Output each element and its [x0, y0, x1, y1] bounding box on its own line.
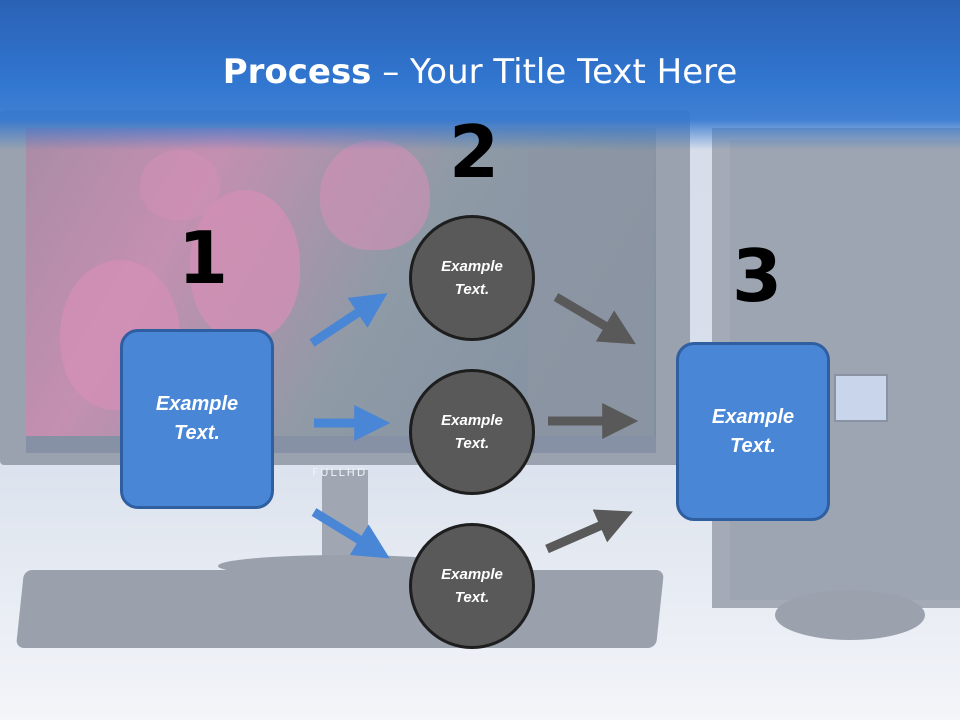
background-brand-label: FULLHD	[312, 466, 368, 479]
step-1-box-text: Example Text.	[155, 393, 239, 444]
circle-text: Example Text.	[441, 258, 503, 298]
title-rest: – Your Title Text Here	[371, 52, 738, 92]
background-mouse	[775, 590, 925, 640]
background-keyboard	[15, 570, 665, 648]
step-number-1: 1	[178, 216, 229, 300]
step-2-circle-bottom[interactable]: Example Text.	[409, 523, 535, 649]
step-2-circle-middle[interactable]: Example Text.	[409, 369, 535, 495]
step-number-3: 3	[732, 234, 783, 318]
circle-text: Example Text.	[441, 566, 503, 606]
background-tulip	[140, 150, 220, 220]
background-pc-tower-display	[834, 374, 888, 422]
background-tulip	[190, 190, 300, 340]
header-band	[0, 0, 960, 150]
step-number-2: 2	[449, 110, 500, 194]
step-1-box[interactable]: Example Text.	[120, 329, 274, 509]
step-3-box[interactable]: Example Text.	[676, 342, 830, 521]
step-2-circle-top[interactable]: Example Text.	[409, 215, 535, 341]
background-tulip	[320, 140, 430, 250]
step-3-box-text: Example Text.	[711, 405, 795, 457]
slide-title: Process – Your Title Text Here	[0, 52, 960, 92]
circle-text: Example Text.	[441, 412, 503, 452]
background-editor-panel	[528, 150, 654, 445]
title-bold: Process	[222, 52, 372, 92]
